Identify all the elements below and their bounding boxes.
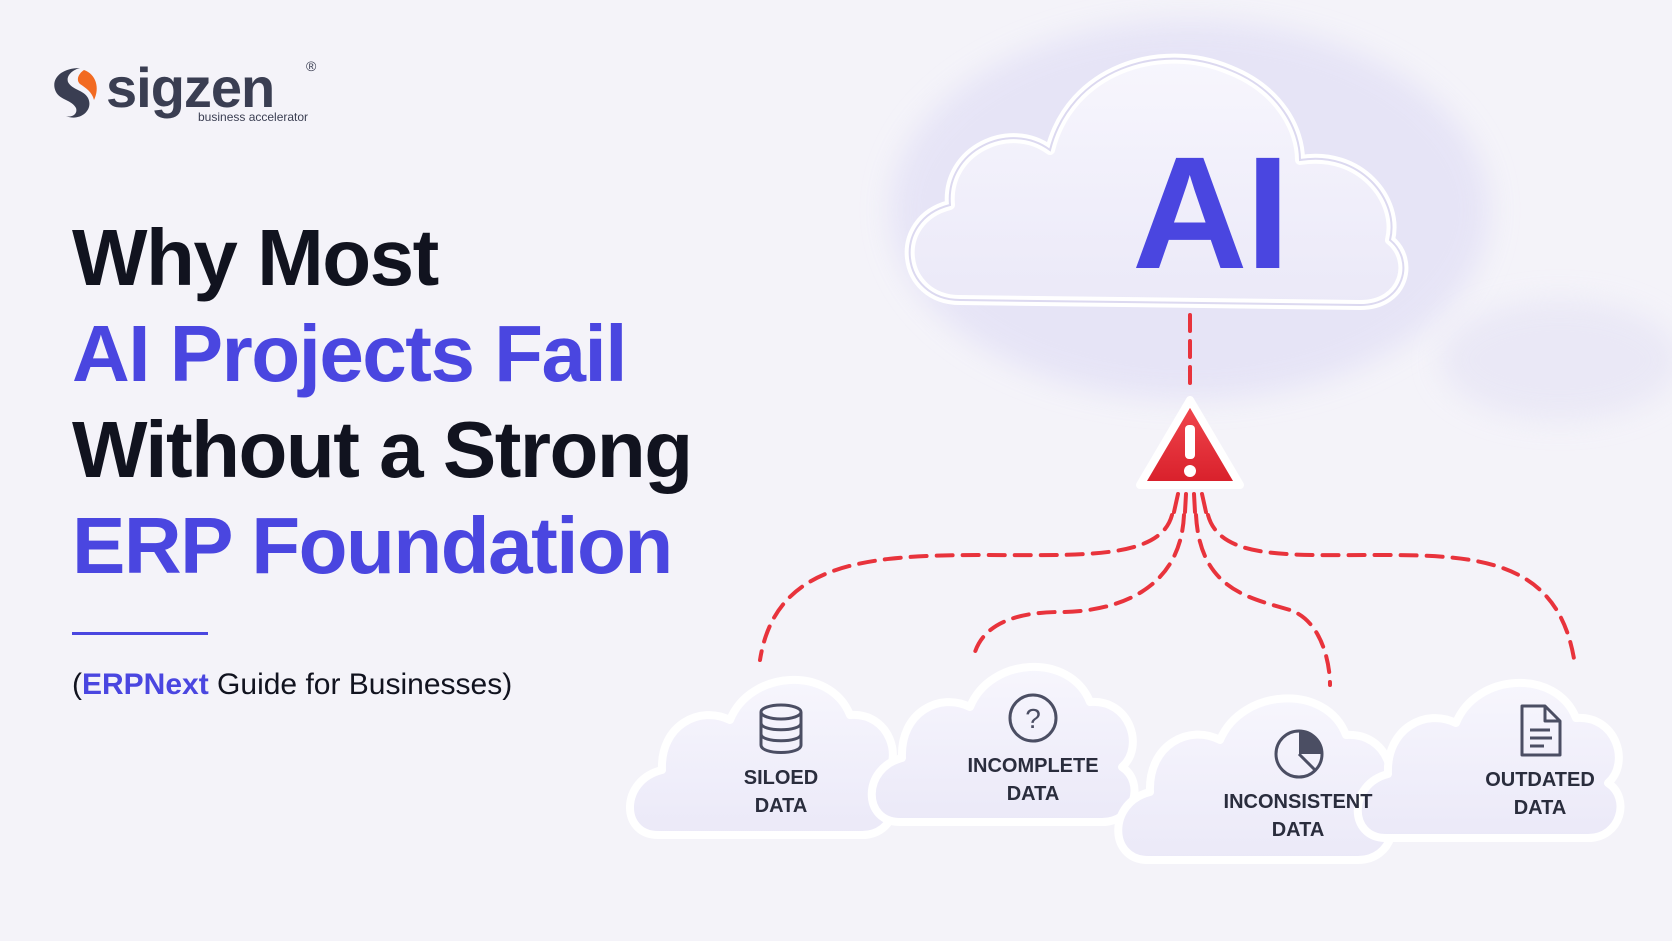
logo-tagline: business accelerator — [198, 110, 309, 124]
subtitle-open: ( — [72, 668, 82, 701]
divider-rule — [72, 632, 208, 635]
warning-rays — [1172, 492, 1208, 514]
subtitle-accent: ERPNext — [82, 668, 209, 701]
warning-icon — [1136, 396, 1244, 489]
problem-label-siloed: SILOED DATA — [743, 767, 819, 817]
headline-line-1: Why Most — [72, 213, 439, 302]
ai-cloud-label: AI — [1132, 123, 1290, 302]
svg-text:?: ? — [1025, 703, 1041, 734]
cloud-incomplete — [867, 663, 1139, 826]
connector-inconsistent — [1194, 513, 1332, 687]
logo-wordmark: sigzen — [106, 56, 275, 119]
registered-mark: ® — [306, 58, 317, 74]
ai-cloud — [904, 53, 1409, 310]
subtitle: (ERPNext Guide for Businesses) — [72, 668, 512, 702]
problem-label-outdated: OUTDATED DATA — [1485, 769, 1595, 819]
subtitle-rest: Guide for Businesses) — [208, 668, 513, 701]
ai-failure-diagram: ? AI SILOED DATA INCOMPLETE DATA INCONSI… — [600, 0, 1672, 941]
database-icon — [759, 703, 803, 754]
problem-label-incomplete: INCOMPLETE DATA — [967, 755, 1099, 805]
connector-siloed — [758, 513, 1174, 662]
connector-incomplete — [973, 513, 1186, 654]
headline-line-2: AI Projects Fail — [72, 309, 627, 398]
haze-right — [1440, 300, 1672, 420]
headline: Why Most AI Projects Fail Without a Stro… — [72, 210, 792, 594]
sigzen-swirl-icon — [54, 68, 97, 118]
connector-outdated — [1206, 513, 1577, 667]
question-icon: ? — [1008, 693, 1058, 743]
problem-label-inconsistent: INCONSISTENT DATA — [1223, 791, 1373, 841]
document-icon — [1520, 704, 1562, 757]
headline-line-3: Without a Strong — [72, 405, 693, 494]
pie-chart-icon — [1274, 729, 1324, 779]
problem-connectors — [758, 513, 1577, 687]
headline-line-4: ERP Foundation — [72, 501, 673, 590]
sigzen-logo: sigzen ® business accelerator — [46, 58, 316, 128]
diagram-graphics: ? — [626, 20, 1672, 864]
